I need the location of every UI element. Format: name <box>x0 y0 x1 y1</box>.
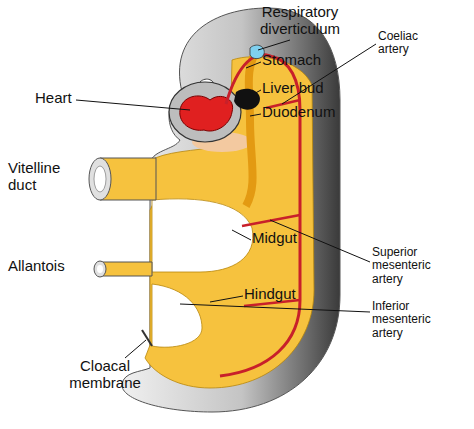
leader-line <box>180 304 370 312</box>
gut-tube <box>246 48 258 206</box>
leader-line <box>125 340 146 358</box>
embryo-body <box>122 8 340 412</box>
liver-bud <box>234 89 260 110</box>
part-label: Cloacal membrane <box>60 358 150 392</box>
vitelline-lumen <box>94 166 106 192</box>
leader-line <box>250 90 261 96</box>
leader-line <box>246 62 261 68</box>
leader-line <box>210 296 243 302</box>
part-label: Allantois <box>8 258 88 275</box>
hindgut-space <box>152 284 202 347</box>
part-label: Superior mesenteric artery <box>372 246 452 286</box>
part-label: Liver bud <box>262 80 352 97</box>
allantois-lumen <box>97 265 103 273</box>
part-label: Stomach <box>262 52 352 69</box>
leader-line <box>76 100 190 110</box>
vitelline-end <box>89 158 111 200</box>
leader-line <box>250 114 261 116</box>
allantois-tube <box>100 262 152 276</box>
part-label: Heart <box>35 90 95 107</box>
midgut-space <box>152 199 253 272</box>
heart-shape <box>180 96 233 131</box>
part-label: Duodenum <box>262 104 362 121</box>
allantois-end <box>94 261 106 277</box>
part-label: Inferior mesenteric artery <box>372 300 452 340</box>
part-label: Coeliac artery <box>378 30 440 57</box>
part-label: Midgut <box>252 230 332 247</box>
leader-lines <box>76 40 376 358</box>
part-label: Respiratory diverticulum <box>240 4 360 38</box>
part-label: Vitelline duct <box>8 160 83 194</box>
part-label: Hindgut <box>244 286 324 303</box>
cloacal-membrane-mark <box>142 330 152 346</box>
leader-line <box>232 230 251 240</box>
leader-line <box>258 40 290 50</box>
